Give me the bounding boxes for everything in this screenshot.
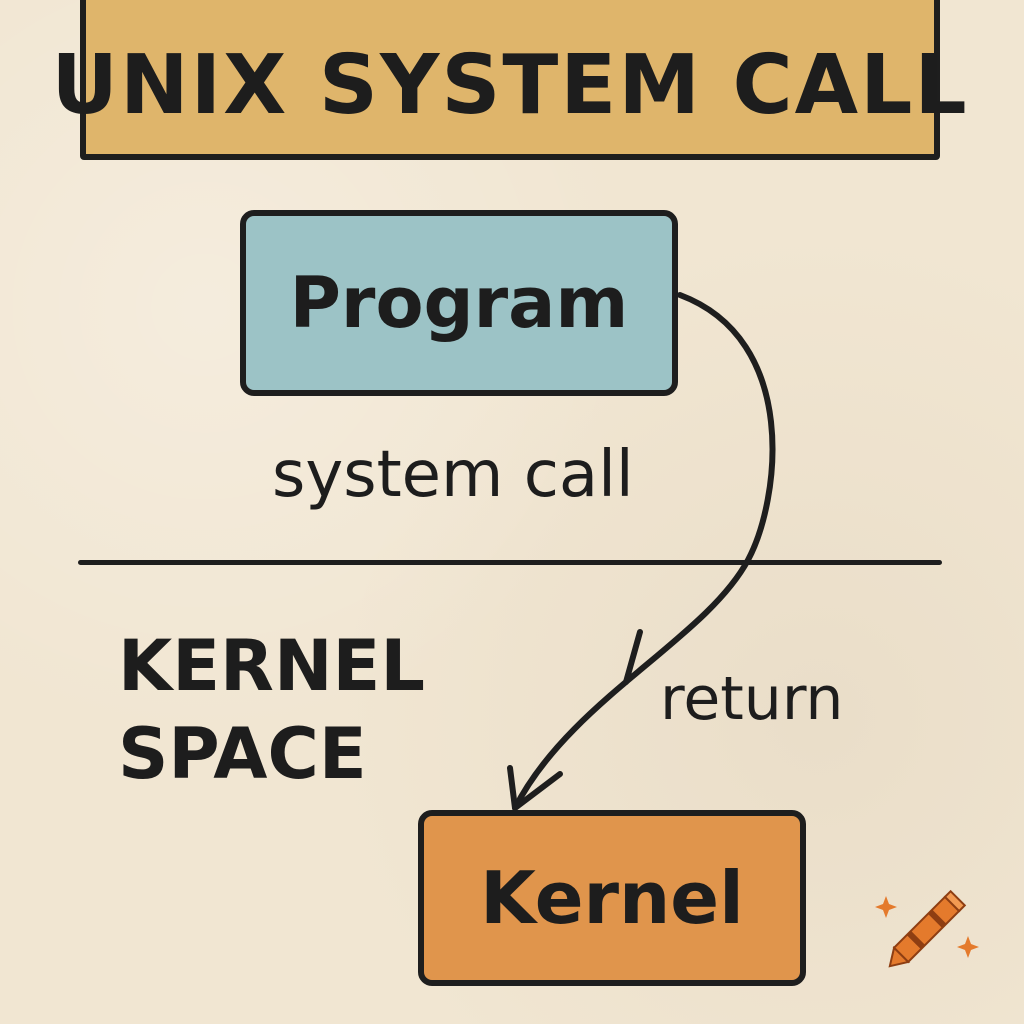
program-node: Program [240, 210, 678, 396]
crayon-icon [875, 889, 979, 968]
sparkle-icon [875, 896, 897, 918]
kernel-label: Kernel [480, 856, 744, 940]
program-label: Program [289, 262, 629, 344]
return-label: return [660, 664, 844, 734]
kernel-node: Kernel [418, 810, 806, 986]
system-call-label: system call [272, 438, 634, 512]
kernel-space-label: KERNEL SPACE [118, 625, 425, 795]
user-kernel-divider [78, 560, 942, 565]
diagram-title: UNIX SYSTEM CALL [51, 37, 969, 133]
sparkle-icon [957, 936, 979, 958]
title-banner: UNIX SYSTEM CALL [51, 0, 967, 160]
